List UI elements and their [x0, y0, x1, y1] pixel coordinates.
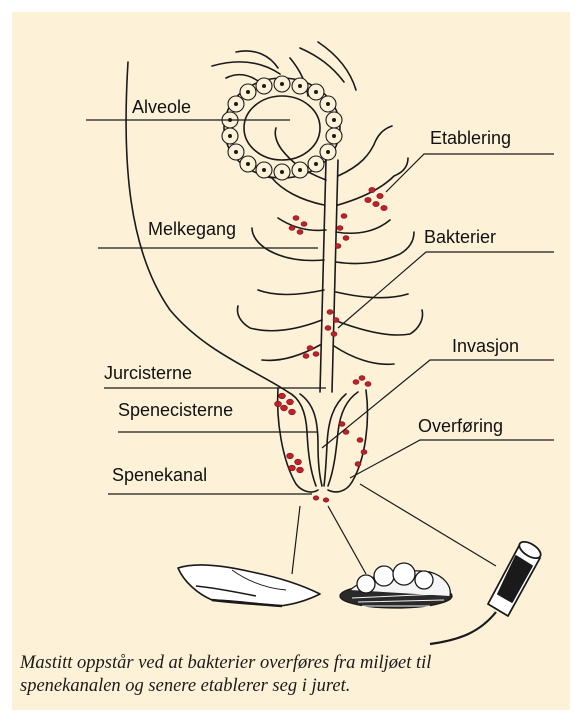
label-spenecisterne: Spenecisterne [118, 400, 233, 421]
straw-bedding-icon [340, 563, 452, 608]
label-alveole: Alveole [132, 97, 191, 118]
label-overforing: Overføring [418, 416, 503, 437]
cloth-icon [178, 565, 320, 606]
label-melkegang: Melkegang [148, 219, 236, 240]
caption-line-2: spenekanalen og senere etablerer seg i j… [20, 675, 560, 698]
label-etablering: Etablering [430, 128, 511, 149]
milk-duct-trunk [320, 160, 338, 392]
label-bakterier: Bakterier [424, 227, 496, 248]
transfer-line-bedding [328, 506, 366, 574]
teat-inner-right [324, 394, 346, 486]
leader-bakterier [338, 252, 554, 328]
transfer-line-teatcup [360, 484, 496, 566]
figure-caption: Mastitt oppstår ved at bakterier overfør… [20, 652, 560, 698]
transfer-line-cloth [292, 506, 300, 574]
label-jurcisterne: Jurcisterne [104, 363, 192, 384]
alveole-cells [222, 76, 342, 180]
teat-inner-left [300, 394, 322, 486]
label-spenekanal: Spenekanal [112, 465, 207, 486]
leader-etablering [386, 154, 554, 192]
caption-line-1: Mastitt oppstår ved at bakterier overfør… [20, 652, 560, 675]
leader-overforing [350, 440, 554, 478]
teat-left-outer [278, 388, 318, 492]
label-invasjon: Invasjon [452, 336, 519, 357]
bacteria [275, 187, 388, 502]
